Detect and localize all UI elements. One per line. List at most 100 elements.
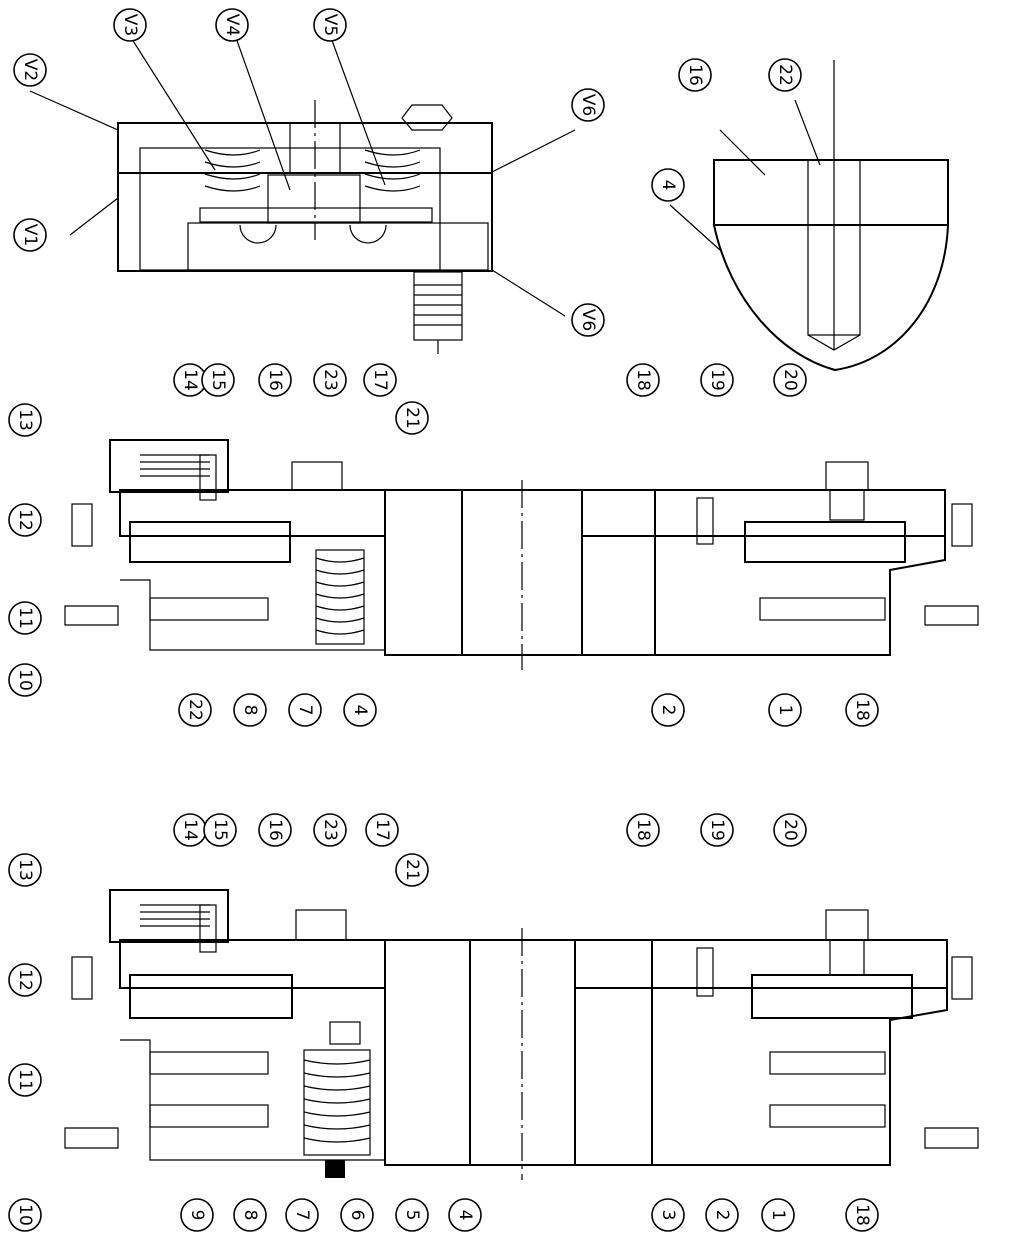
balloon-label: 4 xyxy=(350,705,370,716)
balloon-v4: V4 xyxy=(215,8,249,42)
balloon-label: 9 xyxy=(187,1210,207,1221)
balloon-10: 10 xyxy=(8,663,42,697)
balloon-22: 22 xyxy=(178,693,212,727)
balloon-label: 7 xyxy=(292,1210,312,1221)
balloon-label: 22 xyxy=(185,699,205,721)
balloon-label: V4 xyxy=(222,14,242,36)
balloon-4: 4 xyxy=(651,168,685,202)
balloon-label: 10 xyxy=(15,1204,35,1226)
balloon-18: 18 xyxy=(626,363,660,397)
balloon-12: 12 xyxy=(8,963,42,997)
balloon-9: 9 xyxy=(180,1198,214,1232)
balloon-5: 5 xyxy=(395,1198,429,1232)
balloon-label: 17 xyxy=(370,369,390,391)
balloon-23: 23 xyxy=(313,363,347,397)
balloon-21: 21 xyxy=(395,401,429,435)
balloon-17: 17 xyxy=(365,813,399,847)
balloon-label: 13 xyxy=(15,409,35,431)
balloon-label: 16 xyxy=(265,369,285,391)
balloon-label: V6 xyxy=(578,94,598,116)
balloon-2: 2 xyxy=(651,693,685,727)
balloon-18: 18 xyxy=(845,693,879,727)
balloon-7: 7 xyxy=(288,693,322,727)
balloon-19: 19 xyxy=(700,363,734,397)
balloon-label: 18 xyxy=(852,1204,872,1226)
balloon-label: 19 xyxy=(707,369,727,391)
balloon-label: 17 xyxy=(372,819,392,841)
balloon-13: 13 xyxy=(8,403,42,437)
balloon-6: 6 xyxy=(340,1198,374,1232)
balloon-label: 18 xyxy=(633,819,653,841)
balloon-label: 18 xyxy=(633,369,653,391)
balloon-label: 20 xyxy=(780,819,800,841)
balloon-22: 22 xyxy=(768,58,802,92)
balloon-label: V3 xyxy=(120,14,140,36)
balloon-v6: V6 xyxy=(571,88,605,122)
balloon-v3: V3 xyxy=(113,8,147,42)
balloon-15: 15 xyxy=(201,363,235,397)
balloon-18: 18 xyxy=(626,813,660,847)
balloon-label: 21 xyxy=(402,407,422,429)
balloon-label: 15 xyxy=(210,819,230,841)
balloon-label: 16 xyxy=(685,64,705,86)
balloon-2: 2 xyxy=(705,1198,739,1232)
balloon-label: 11 xyxy=(15,607,35,629)
balloon-label: 20 xyxy=(780,369,800,391)
balloon-label: 18 xyxy=(852,699,872,721)
balloon-18: 18 xyxy=(845,1198,879,1232)
balloon-16: 16 xyxy=(678,58,712,92)
balloon-label: 8 xyxy=(240,705,260,716)
balloon-label: V5 xyxy=(320,14,340,36)
detail-view-22 xyxy=(669,60,950,372)
balloon-15: 15 xyxy=(203,813,237,847)
balloon-label: V6 xyxy=(578,309,598,331)
balloon-label: 2 xyxy=(712,1210,732,1221)
balloon-label: 1 xyxy=(775,705,795,716)
balloon-3: 3 xyxy=(651,1198,685,1232)
balloon-label: 1 xyxy=(768,1210,788,1221)
balloon-8: 8 xyxy=(233,1198,267,1232)
balloon-10: 10 xyxy=(8,1198,42,1232)
balloon-v1: V1 xyxy=(13,218,47,252)
balloon-label: 14 xyxy=(180,819,200,841)
balloon-label: 3 xyxy=(658,1210,678,1221)
balloon-16: 16 xyxy=(258,813,292,847)
balloon-label: V1 xyxy=(20,224,40,246)
balloon-7: 7 xyxy=(285,1198,319,1232)
balloon-12: 12 xyxy=(8,503,42,537)
balloon-23: 23 xyxy=(313,813,347,847)
balloon-label: 10 xyxy=(15,669,35,691)
balloon-label: 12 xyxy=(15,969,35,991)
balloon-label: 12 xyxy=(15,509,35,531)
balloon-label: 2 xyxy=(658,705,678,716)
balloon-label: 11 xyxy=(15,1069,35,1091)
balloon-label: 16 xyxy=(265,819,285,841)
balloon-label: 15 xyxy=(208,369,228,391)
balloon-label: 7 xyxy=(295,705,315,716)
balloon-label: 23 xyxy=(320,369,340,391)
balloon-label: 19 xyxy=(707,819,727,841)
balloon-v5: V5 xyxy=(313,8,347,42)
balloon-14: 14 xyxy=(173,813,207,847)
balloon-11: 11 xyxy=(8,1063,42,1097)
balloon-21: 21 xyxy=(395,853,429,887)
balloon-label: 4 xyxy=(455,1210,475,1221)
balloon-label: 5 xyxy=(402,1210,422,1221)
balloon-11: 11 xyxy=(8,601,42,635)
balloon-1: 1 xyxy=(761,1198,795,1232)
balloon-8: 8 xyxy=(233,693,267,727)
balloon-4: 4 xyxy=(448,1198,482,1232)
balloon-label: V2 xyxy=(20,59,40,81)
balloon-label: 14 xyxy=(180,369,200,391)
balloon-label: 21 xyxy=(402,859,422,881)
balloon-label: 23 xyxy=(320,819,340,841)
balloon-20: 20 xyxy=(773,363,807,397)
balloon-label: 22 xyxy=(775,64,795,86)
balloon-13: 13 xyxy=(8,853,42,887)
balloon-label: 6 xyxy=(347,1210,367,1221)
section-view-1 xyxy=(64,439,979,670)
balloon-v6: V6 xyxy=(571,303,605,337)
balloon-14: 14 xyxy=(173,363,207,397)
